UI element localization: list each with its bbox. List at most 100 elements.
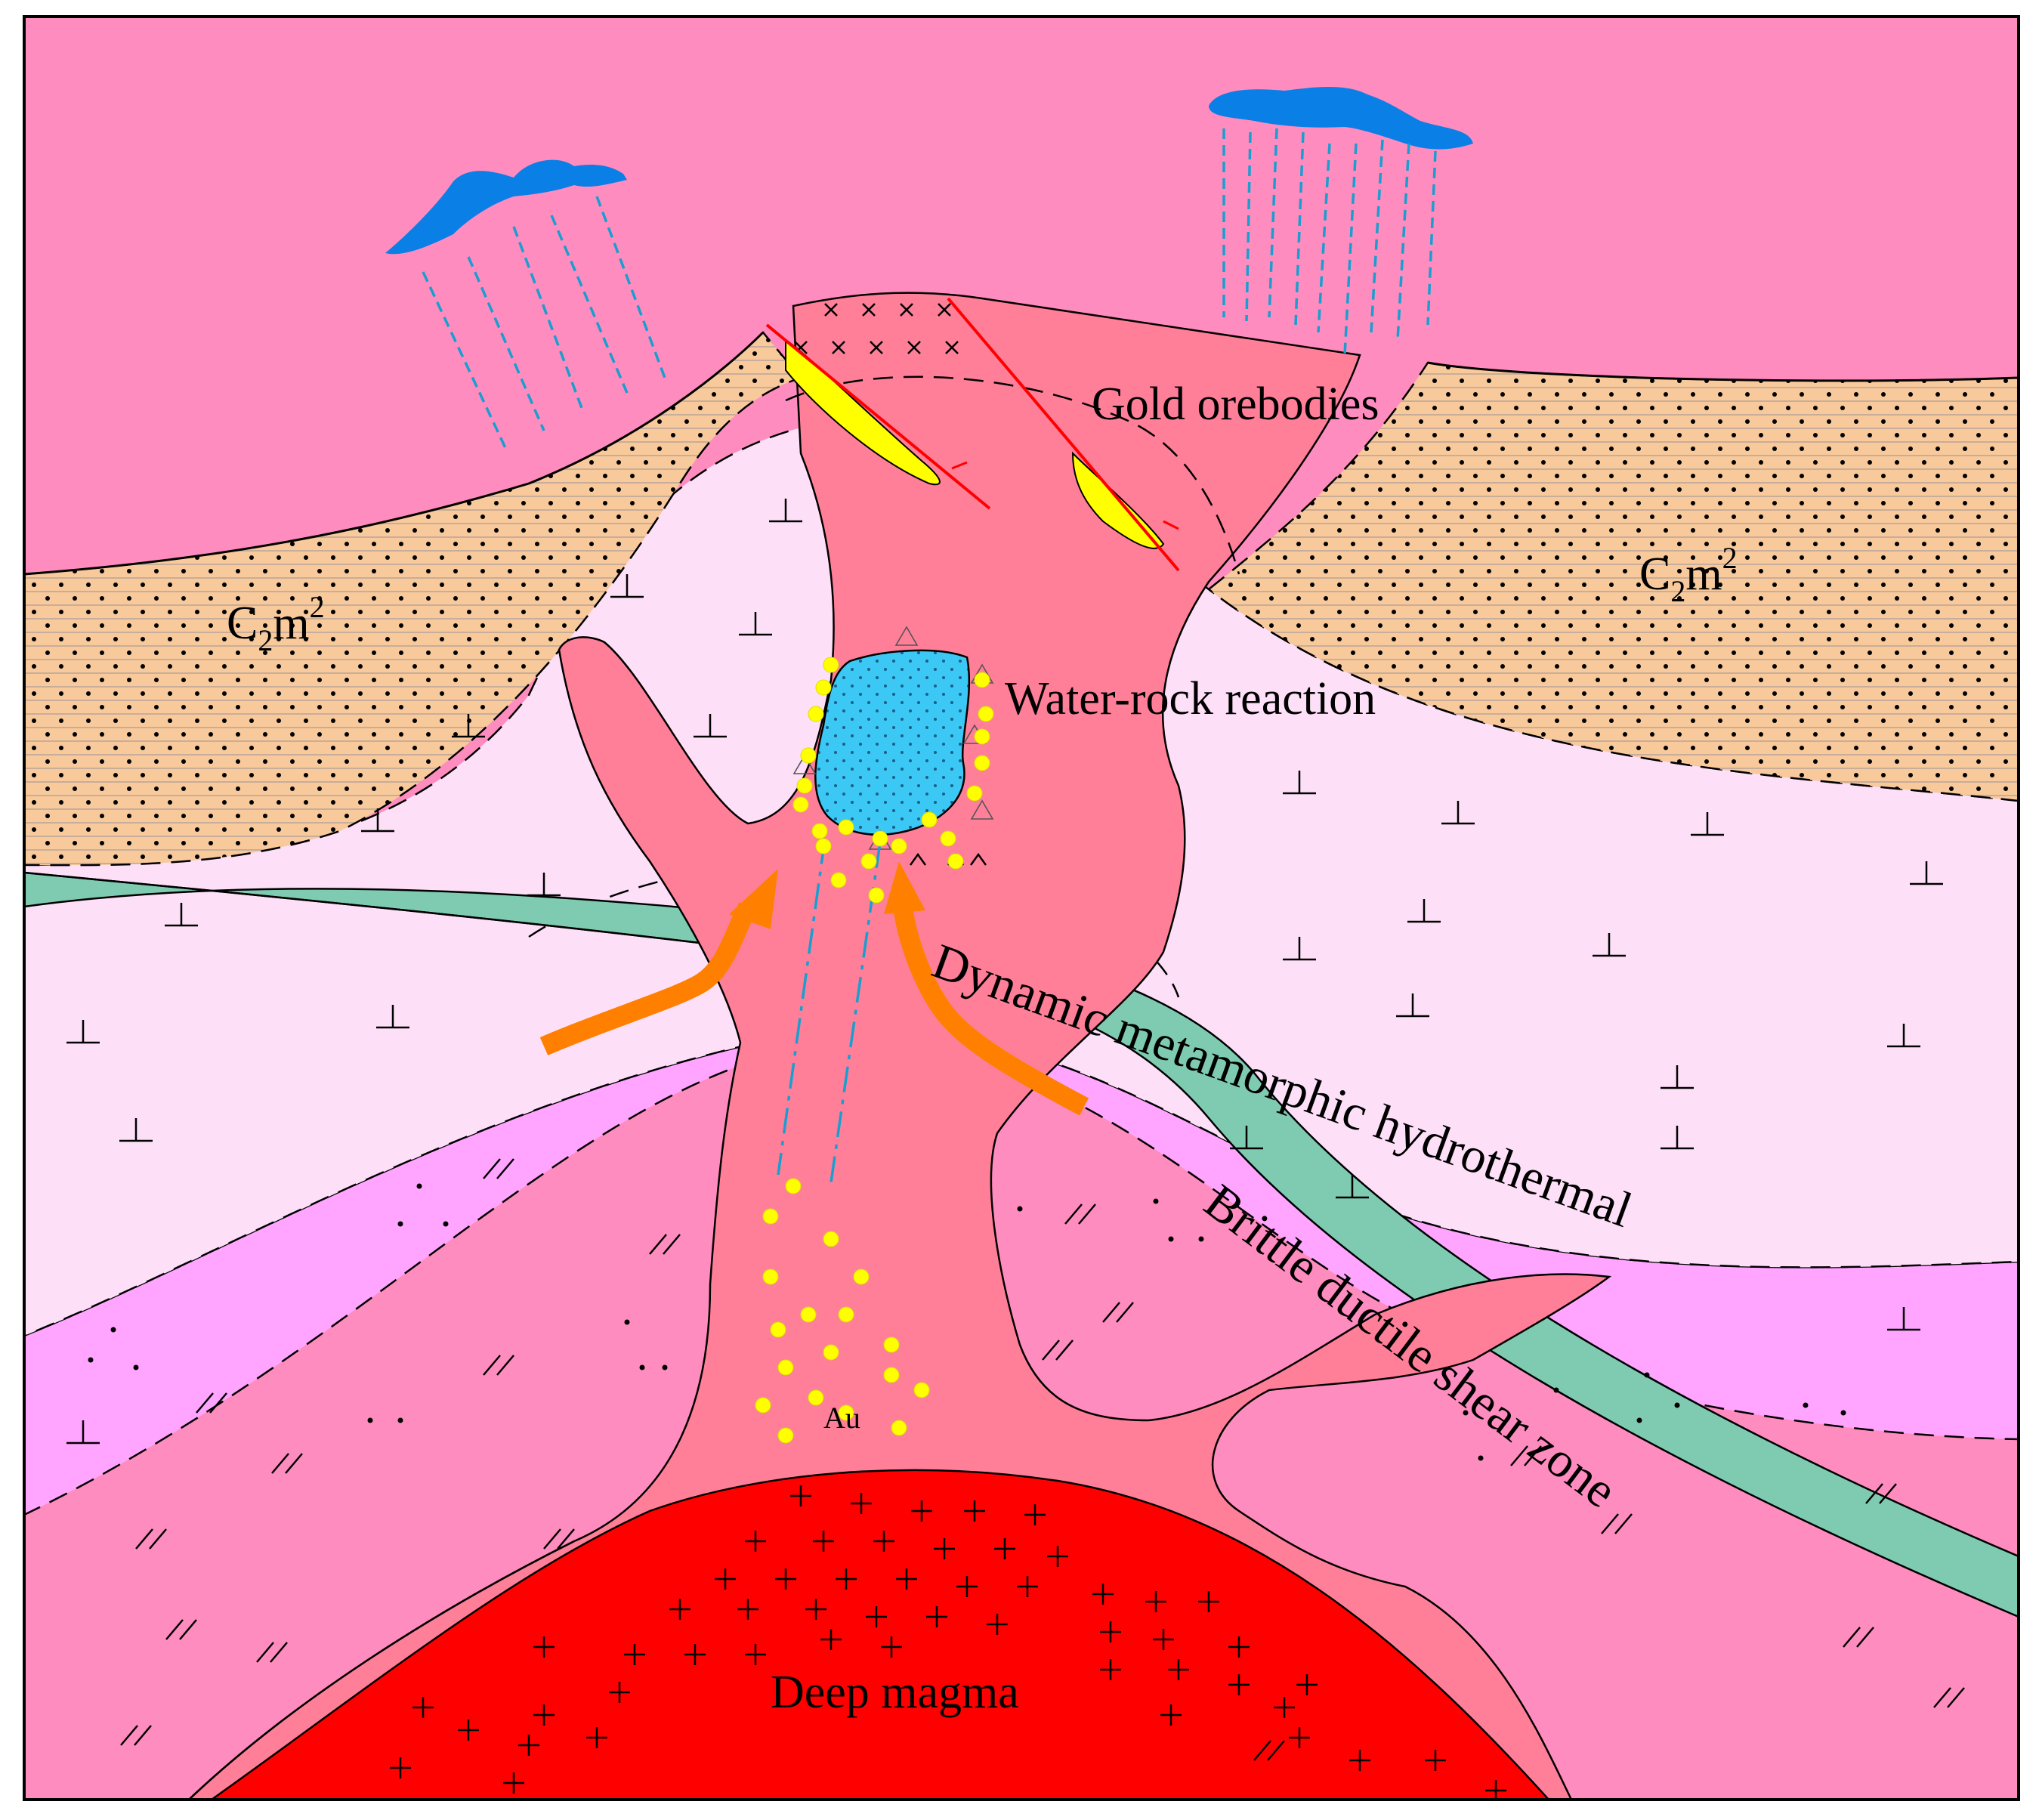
gold-dot-icon bbox=[883, 1367, 900, 1383]
flow-arrow-left bbox=[539, 902, 757, 1055]
magma-cross bbox=[896, 1568, 917, 1590]
slash-mark bbox=[1933, 1687, 1965, 1708]
magma-cross bbox=[836, 1568, 857, 1590]
gold-dot-icon bbox=[966, 785, 983, 802]
small-dot bbox=[639, 1364, 645, 1370]
magma-cross bbox=[1100, 1621, 1121, 1642]
metamorphic-t-mark bbox=[1441, 801, 1475, 825]
x-mark bbox=[907, 341, 921, 354]
slash-mark bbox=[1253, 1740, 1285, 1761]
fault-right bbox=[947, 297, 1180, 572]
gold-dot-icon bbox=[974, 672, 990, 688]
cloud-icon bbox=[1209, 87, 1473, 150]
flow-arrow-right bbox=[893, 905, 1089, 1116]
slash-mark bbox=[1102, 1302, 1134, 1323]
magma-cross bbox=[503, 1772, 524, 1794]
metamorphic-t-mark bbox=[119, 1118, 153, 1142]
small-dot bbox=[416, 1183, 422, 1189]
metamorphic-t-mark bbox=[1887, 1307, 1920, 1331]
magma-cross bbox=[745, 1644, 766, 1665]
slash-mark bbox=[1843, 1627, 1874, 1648]
magma-cross bbox=[1153, 1629, 1174, 1650]
magma-cross bbox=[1289, 1727, 1310, 1748]
conduit-1 bbox=[777, 838, 826, 1176]
gold-dot-icon bbox=[815, 679, 832, 696]
gold-dot-icon bbox=[815, 838, 832, 854]
magma-cross bbox=[775, 1568, 796, 1590]
metamorphic-t-mark bbox=[739, 612, 772, 636]
metamorphic-t-mark bbox=[66, 1020, 100, 1044]
small-dot bbox=[397, 1417, 403, 1423]
gold-dot-icon bbox=[762, 1208, 779, 1225]
gold-dot-icon bbox=[891, 1420, 907, 1436]
small-dot bbox=[367, 1417, 373, 1423]
gold-dot-icon bbox=[800, 1306, 817, 1323]
deep-magma bbox=[209, 1469, 1550, 1800]
magma-cross bbox=[1168, 1659, 1189, 1680]
magma-cross bbox=[926, 1606, 947, 1627]
metamorphic-t-mark bbox=[165, 903, 198, 927]
small-dot bbox=[1168, 1236, 1174, 1242]
x-mark bbox=[832, 341, 845, 354]
gold-dot-icon bbox=[838, 1404, 854, 1421]
gold-dot-icon bbox=[762, 1268, 779, 1285]
gold-dot-icon bbox=[823, 1344, 839, 1361]
magma-cross bbox=[533, 1636, 555, 1658]
gold-dot-icon bbox=[792, 796, 809, 813]
gold-dot-icon bbox=[978, 706, 994, 722]
gold-dot-icon bbox=[811, 823, 828, 839]
small-dot bbox=[133, 1364, 139, 1370]
magma-cross bbox=[533, 1704, 555, 1726]
gold-dot-icon bbox=[838, 819, 854, 836]
metamorphic-t-mark bbox=[66, 1420, 100, 1445]
small-dot bbox=[1198, 1236, 1204, 1242]
magma-cross bbox=[1160, 1704, 1182, 1726]
gold-dot-icon bbox=[947, 853, 964, 870]
metamorphic-t-mark bbox=[1283, 771, 1316, 795]
magma-cross bbox=[390, 1757, 411, 1778]
magma-cross bbox=[609, 1682, 630, 1703]
metamorphic-t-mark bbox=[1887, 1024, 1920, 1048]
slash-mark bbox=[196, 1392, 227, 1414]
intrusion-body bbox=[187, 292, 1612, 1800]
gold-dot-icon bbox=[777, 1427, 794, 1444]
slash-mark bbox=[165, 1619, 197, 1640]
gold-dot-icon bbox=[755, 1397, 771, 1414]
slash-mark bbox=[483, 1355, 514, 1376]
fault-left bbox=[765, 323, 991, 510]
small-dot bbox=[397, 1221, 403, 1227]
magma-cross bbox=[684, 1644, 706, 1665]
metamorphic-t-mark bbox=[1336, 1175, 1369, 1199]
magma-cross bbox=[1296, 1674, 1318, 1695]
x-mark bbox=[938, 303, 951, 317]
magma-cross bbox=[805, 1599, 826, 1620]
gold-dot-icon bbox=[796, 777, 813, 794]
frame bbox=[23, 15, 2020, 1801]
magma-cross bbox=[813, 1531, 834, 1552]
gold-dot-icon bbox=[823, 1231, 839, 1247]
slash-mark bbox=[1042, 1340, 1074, 1361]
gold-dot-icon bbox=[940, 830, 956, 847]
magma-cross bbox=[458, 1720, 479, 1741]
gold-dot-icon bbox=[872, 830, 888, 847]
gold-dot-icon bbox=[860, 853, 877, 870]
gold-dot-icon bbox=[830, 872, 847, 888]
metamorphic-t-mark bbox=[1230, 1126, 1263, 1150]
magma-cross bbox=[1047, 1546, 1068, 1567]
metamorphic-t-mark bbox=[694, 714, 727, 738]
magma-cross bbox=[745, 1531, 766, 1552]
magma-cross bbox=[994, 1538, 1015, 1559]
gold-dot-icon bbox=[808, 706, 824, 722]
gold-dot-icon bbox=[800, 747, 817, 764]
gold-dot-icon bbox=[785, 1178, 802, 1194]
slash-mark bbox=[1510, 1445, 1542, 1466]
x-mark bbox=[945, 341, 959, 354]
small-dot bbox=[662, 1364, 668, 1370]
slash-mark bbox=[649, 1234, 681, 1255]
small-dot bbox=[1153, 1198, 1159, 1204]
small-dot bbox=[1644, 1372, 1650, 1378]
slash-mark bbox=[1064, 1204, 1096, 1225]
magma-cross bbox=[737, 1599, 758, 1620]
gold-dot-icon bbox=[921, 811, 938, 828]
magma-cross bbox=[586, 1727, 607, 1748]
